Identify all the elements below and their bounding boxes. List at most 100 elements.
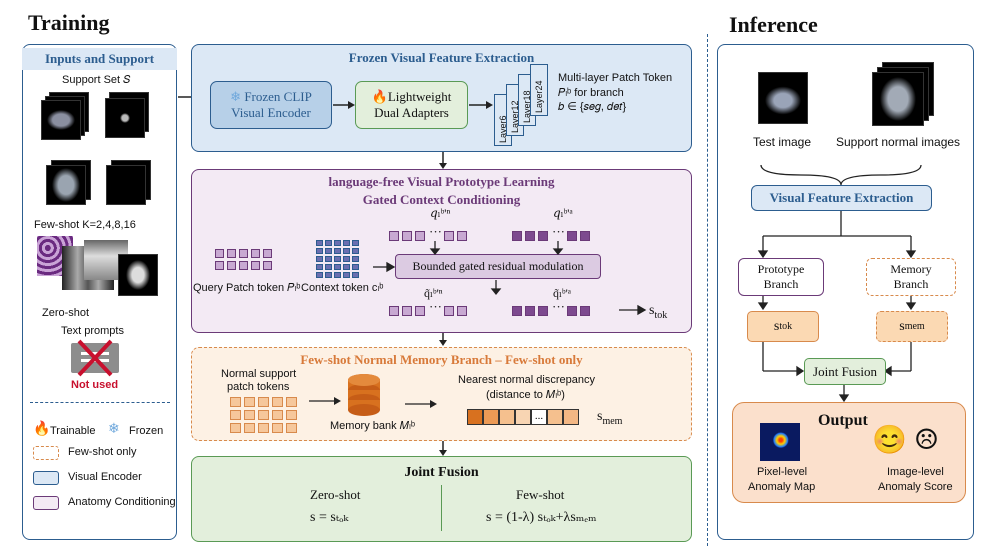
query-token [263,261,272,270]
prototype-subtitle: Gated Context Conditioning [362,192,521,207]
context-token [352,240,359,246]
context-token [343,264,350,270]
memory-token [272,397,283,407]
output-title: Output [818,412,868,429]
query-token [239,249,248,258]
support-image-black [106,165,146,205]
layer-card: Layer24 [530,64,548,116]
arrow-prototype-to-memory [439,333,447,346]
support-normal-label: Support normal images [836,135,961,149]
fusion-zero-formula: s = sₜₒₖ [310,510,349,525]
token-tile [402,306,412,316]
legend-trainable: Trainable [50,425,96,437]
normal-support-label-1: Normal support [221,368,297,380]
context-token [334,240,341,246]
token-label-1: Multi-layer Patch Token [558,72,673,84]
arrow-clip-to-adapter [333,101,355,109]
context-token [316,272,323,278]
qt-normal-label: q̃ₗᵇ'ⁿ [424,286,443,300]
inference-arrows [757,164,922,403]
token-tile [444,306,454,316]
context-token [352,264,359,270]
inputs-title: Inputs and Support [22,48,177,70]
inference-extraction-label: Visual Feature Extraction [769,190,914,205]
cross-icon [77,339,113,377]
zero-shot-label: Zero-shot [42,307,90,319]
extraction-title: Frozen Visual Feature Extraction [348,50,535,65]
image-level-label-1: Image-level [887,466,944,478]
support-normal-image [872,72,924,126]
context-token [325,264,332,270]
ellipsis: ··· [552,224,565,239]
clip-label-1: Frozen CLIP [244,89,312,104]
token-tile [457,231,467,241]
memory-token [230,410,241,420]
legend-visual-encoder-swatch [33,471,59,485]
discrepancy-cell [563,409,579,425]
discrepancy-cell [547,409,563,425]
image-level-label-2: Anomaly Score [878,481,953,493]
memory-title: Few-shot Normal Memory Branch – Few-shot… [300,352,583,367]
token-tile [525,231,535,241]
memory-token [286,397,297,407]
inputs-panel [22,44,177,540]
smile-sad-icons: 😊 ☹ [872,425,939,456]
legend-frozen: Frozen [129,425,164,437]
context-token [343,248,350,254]
s-tok-label: stok [649,303,668,321]
memory-token [244,410,255,420]
arrow-tokens-to-bank [309,397,341,405]
adapter-label-2: Dual Adapters [374,105,449,120]
test-image-label: Test image [753,135,812,149]
training-title: Training [28,10,110,35]
inference-panel [717,44,974,540]
memory-token [286,423,297,433]
legend-visual-encoder: Visual Encoder [68,471,142,483]
token-tile [457,306,467,316]
memory-branch-box: Memory Branch [866,258,956,296]
modulation-box: Bounded gated residual modulation [395,254,601,279]
token-tile [415,231,425,241]
ellipsis: ··· [429,224,442,239]
fusion-divider [441,485,442,531]
legend-few-shot-only: Few-shot only [68,446,137,458]
token-tile [415,306,425,316]
q-normal-label: 𝑞ₗᵇ'ⁿ [430,206,451,220]
database-icon [348,374,380,416]
query-token [239,261,248,270]
nearest-label-2: (distance to 𝑀ₗᵇ) [486,389,565,401]
token-tile [402,231,412,241]
token-label-2: 𝑃ₗᵇ for branch [558,87,624,99]
memory-branch-label-1: Memory [890,262,932,276]
arrow-extraction-to-prototype [439,152,447,169]
modulation-label: Bounded gated residual modulation [412,259,584,273]
token-tile [389,231,399,241]
nearest-label-1: Nearest normal discrepancy [458,374,595,386]
memory-token [286,410,297,420]
context-token [334,248,341,254]
fusion-zero-shot: Zero-shot [310,487,361,502]
fusion-title: Joint Fusion [404,465,479,480]
memory-token [244,423,255,433]
query-token [251,261,260,270]
snowflake-icon: ❄ [230,89,242,104]
context-token [334,272,341,278]
token-tile [538,306,548,316]
support-set-label: Support Set 𝑆 [62,74,131,86]
discrepancy-cell [515,409,531,425]
layer-label: Layer24 [534,80,544,113]
context-token [343,272,350,278]
query-token [215,261,224,270]
anomaly-map-image [760,423,800,461]
token-tile [512,306,522,316]
flame-icon: 🔥 [33,422,51,437]
s-mem-label: smem [597,409,623,427]
prototype-title: language-free Visual Prototype Learning [328,174,555,189]
inference-fusion-label: Joint Fusion [813,363,877,379]
token-tile [389,306,399,316]
token-tile [538,231,548,241]
discrepancy-cell [483,409,499,425]
context-token [334,264,341,270]
query-token [215,249,224,258]
